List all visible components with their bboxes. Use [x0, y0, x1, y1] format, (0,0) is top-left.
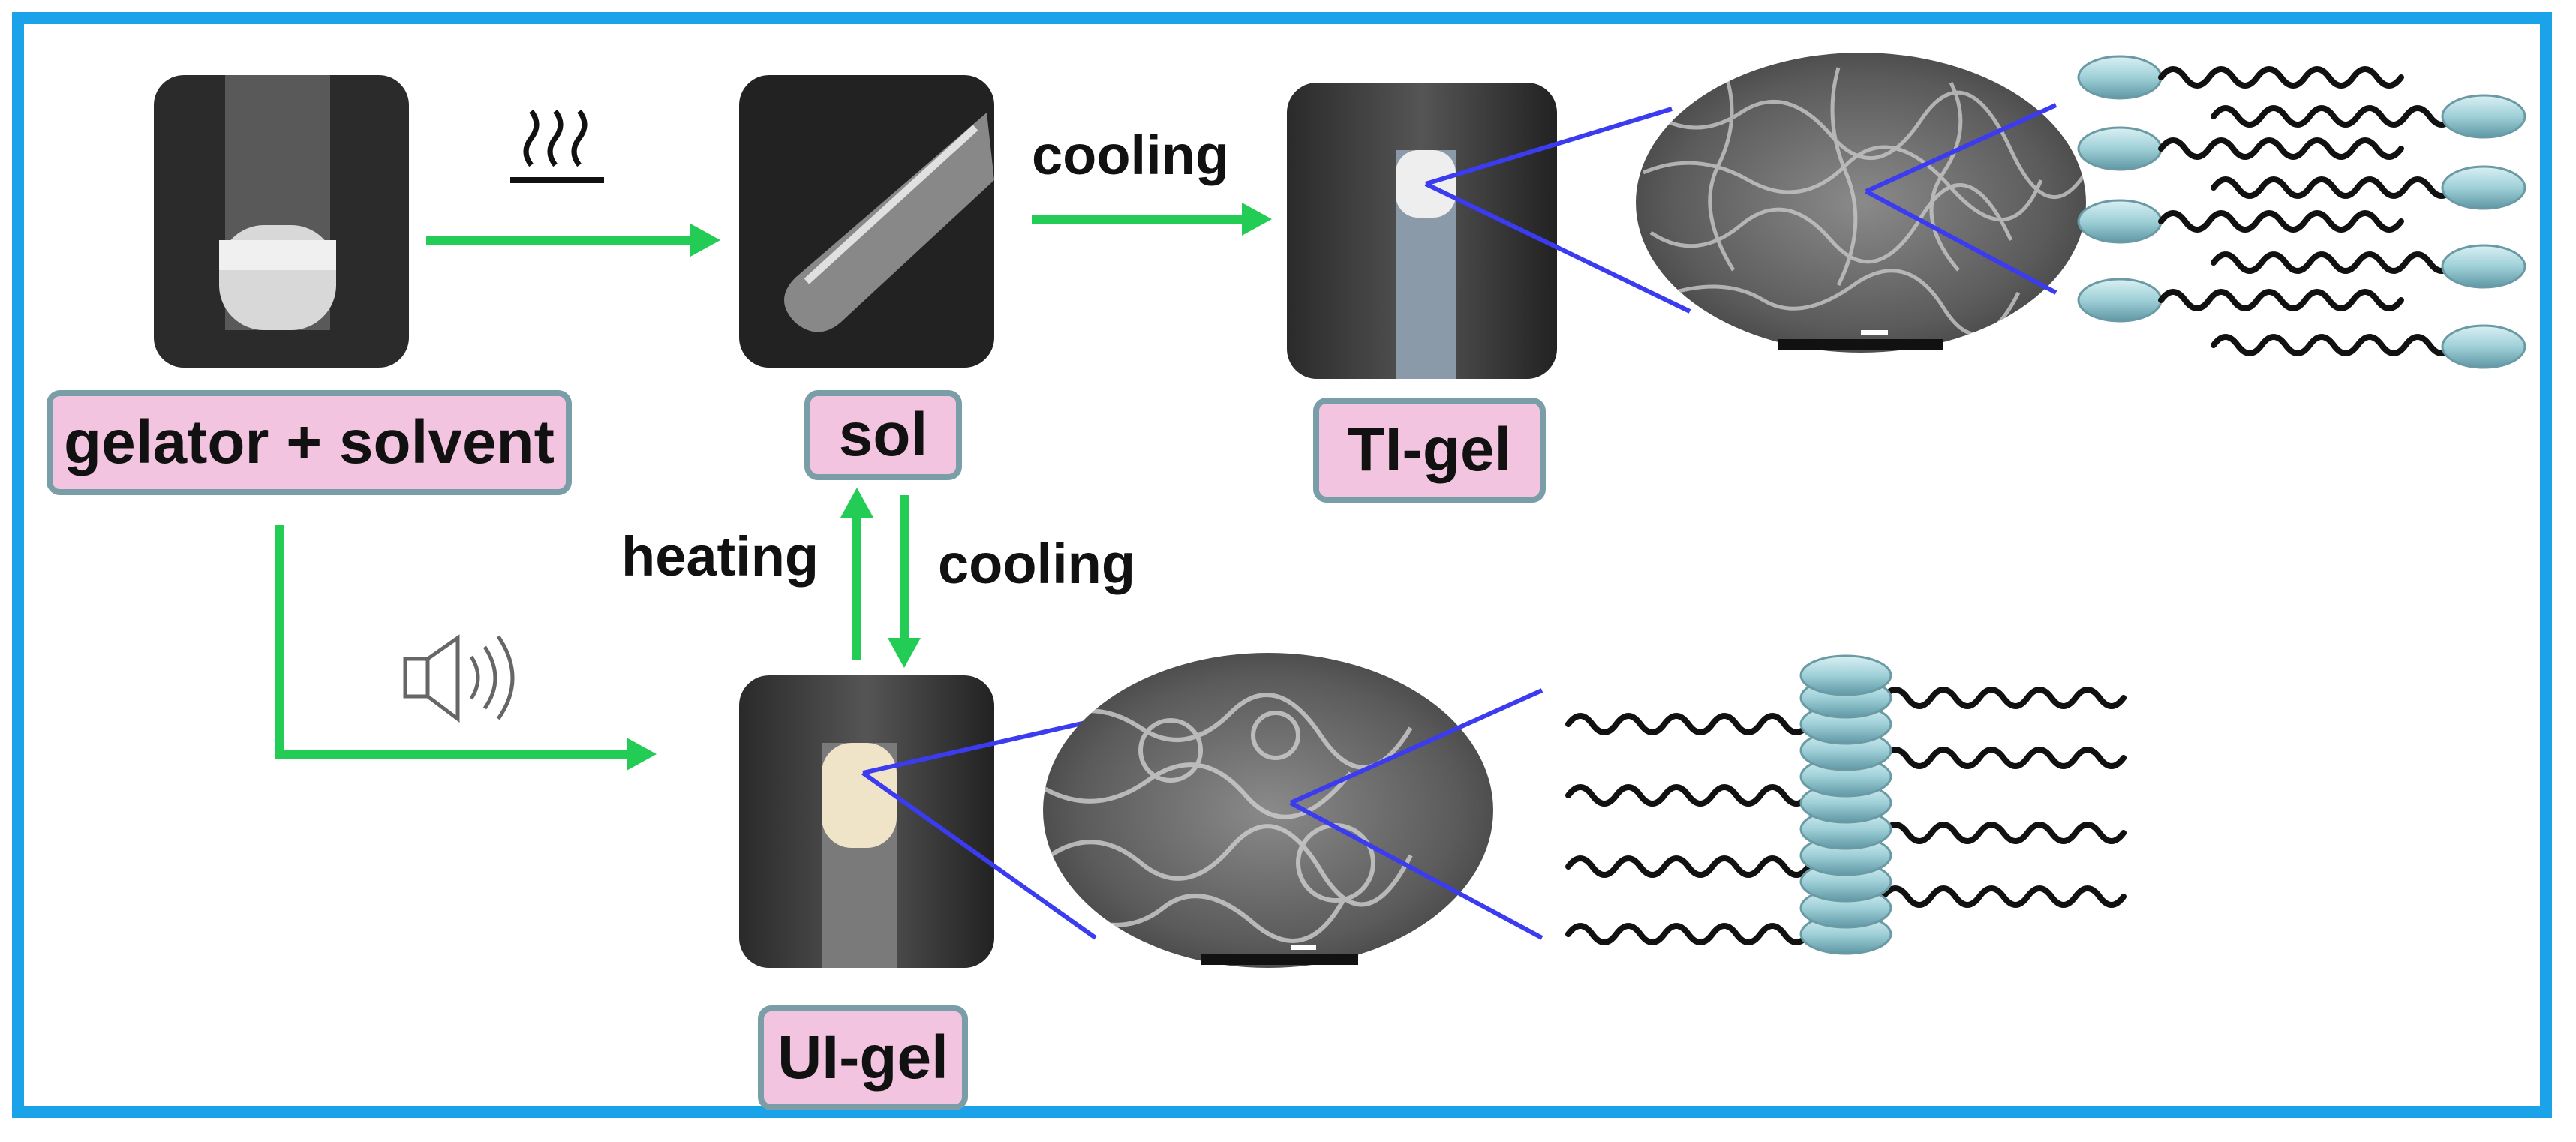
label-ui-gel: UI-gel — [758, 1005, 968, 1110]
arrow-ui-gel-to-sol — [840, 488, 873, 660]
label-ti-gel: TI-gel — [1313, 398, 1546, 503]
zoom-lines-ti-model — [1865, 103, 2057, 295]
molecular-model-ui-gel — [1568, 654, 2124, 955]
zoom-lines-ti-gel — [1424, 107, 1691, 314]
zoom-lines-ui-model — [1289, 688, 1543, 940]
photo-gelator-vial — [154, 75, 409, 368]
sem-image-ti-gel — [1636, 53, 2086, 353]
arrow-gelator-to-sol — [426, 224, 720, 257]
photo-sol-vial — [739, 75, 994, 368]
speaker-sound-icon — [403, 634, 515, 723]
arrow-sol-to-ui-gel — [888, 495, 921, 668]
arrow-label-cooling-mid: cooling — [938, 533, 1136, 595]
sem-image-ui-gel — [1043, 653, 1493, 968]
label-sol: sol — [804, 390, 962, 480]
heat-wave-icon — [510, 109, 604, 183]
arrow-label-heating: heating — [621, 525, 819, 588]
molecular-model-ti-gel — [2077, 55, 2526, 369]
arrow-sol-to-ti-gel — [1032, 203, 1272, 236]
arrow-label-cooling-top: cooling — [1032, 124, 1230, 186]
zoom-lines-ui-gel — [861, 718, 1097, 940]
photo-ti-gel-vial — [1287, 83, 1557, 379]
photo-ui-gel-vial — [739, 675, 994, 968]
arrow-gelator-to-ui-gel — [275, 525, 657, 771]
label-gelator-solvent: gelator + solvent — [47, 390, 572, 495]
